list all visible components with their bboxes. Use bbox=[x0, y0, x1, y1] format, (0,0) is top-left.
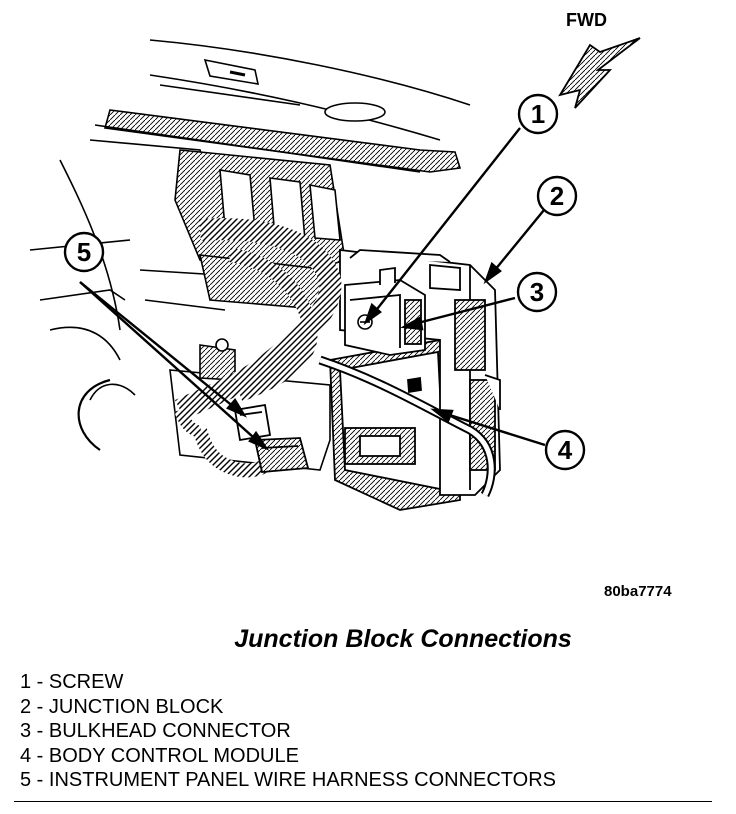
bottom-rule bbox=[14, 801, 712, 802]
body-control-module bbox=[329, 339, 461, 511]
svg-text:3: 3 bbox=[530, 277, 544, 307]
callout-5: 5 bbox=[63, 231, 105, 273]
svg-text:2: 2 bbox=[550, 181, 564, 211]
figure-title: Junction Block Connections bbox=[234, 625, 572, 653]
wire-harness bbox=[174, 218, 496, 498]
junction-block-illustration: FWD 1 2 3 4 5 bbox=[29, 10, 641, 511]
legend-item-body-control-module: 4 - BODY CONTROL MODULE bbox=[20, 744, 299, 767]
leader-lines bbox=[79, 127, 546, 451]
callout-4: 4 bbox=[544, 429, 586, 471]
svg-text:5: 5 bbox=[77, 237, 91, 267]
mounting-bracket bbox=[174, 149, 346, 311]
fwd-label: FWD bbox=[566, 10, 607, 30]
legend-item-junction-block: 2 - JUNCTION BLOCK bbox=[20, 695, 224, 718]
legend-item-bulkhead-connector: 3 - BULKHEAD CONNECTOR bbox=[20, 720, 291, 742]
legend-list: 1 - SCREW 2 - JUNCTION BLOCK 3 - BULKHEA… bbox=[20, 670, 556, 793]
legend-item-harness-connectors: 5 - INSTRUMENT PANEL WIRE HARNESS CONNEC… bbox=[20, 769, 556, 791]
callout-1: 1 bbox=[517, 93, 559, 135]
callout-3: 3 bbox=[516, 271, 558, 313]
fwd-arrow bbox=[558, 37, 641, 109]
figure-code: 80ba7774 bbox=[604, 583, 672, 600]
callout-2: 2 bbox=[536, 175, 578, 217]
dash-structure bbox=[29, 39, 471, 451]
legend-item-screw: 1 - SCREW bbox=[20, 671, 124, 693]
svg-text:1: 1 bbox=[531, 99, 545, 129]
svg-text:4: 4 bbox=[558, 435, 573, 465]
bulkhead-connector bbox=[344, 266, 426, 356]
